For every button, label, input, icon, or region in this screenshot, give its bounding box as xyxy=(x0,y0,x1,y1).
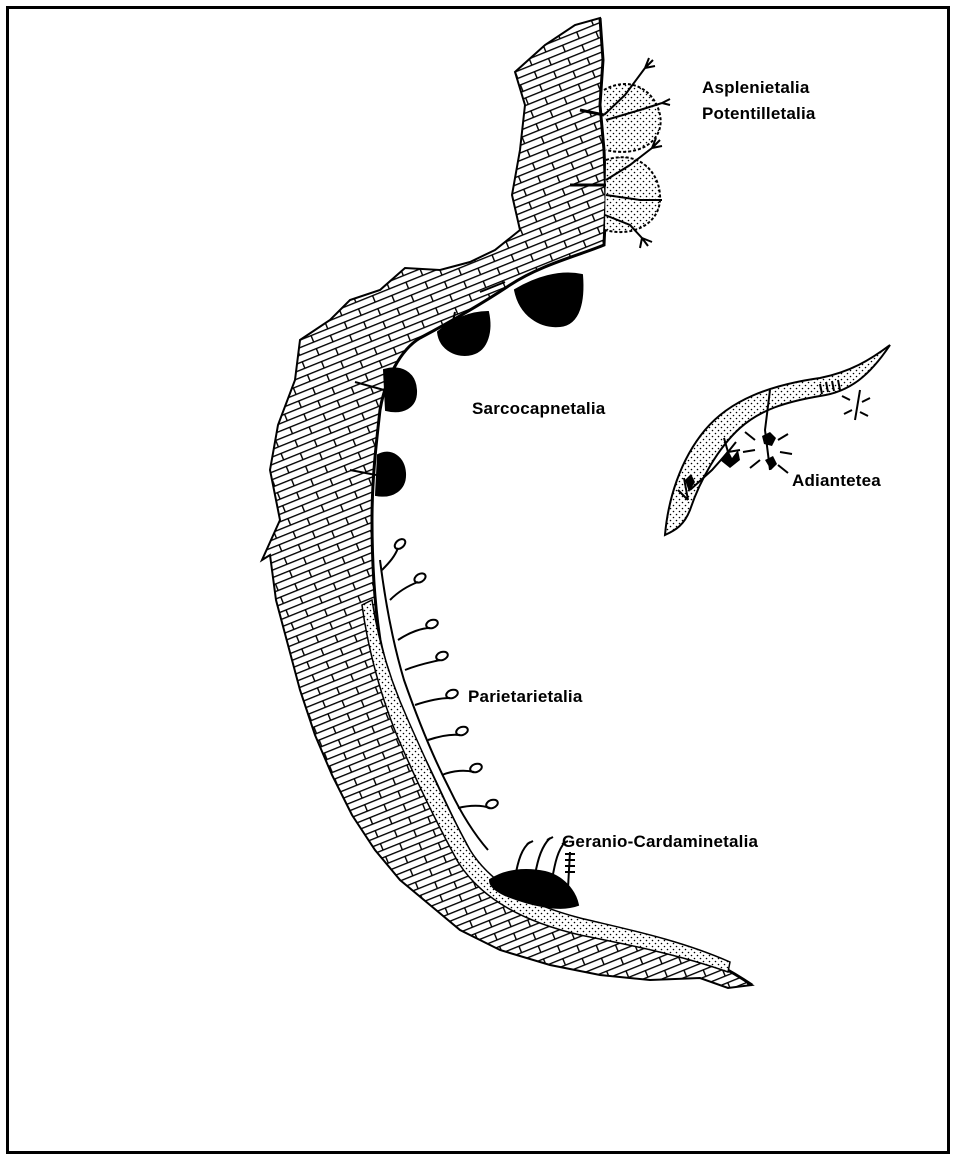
label-asplenietalia: Asplenietalia xyxy=(702,77,809,99)
adiantetea-fragment xyxy=(665,345,890,535)
label-potentilletalia: Potentilletalia xyxy=(702,103,816,125)
label-parietarietalia: Parietarietalia xyxy=(468,686,583,708)
label-geranio-cardaminetalia: Geranio-Cardaminetalia xyxy=(562,831,758,853)
label-adiantetea: Adiantetea xyxy=(792,470,881,492)
label-sarcocapnetalia: Sarcocapnetalia xyxy=(472,398,605,420)
